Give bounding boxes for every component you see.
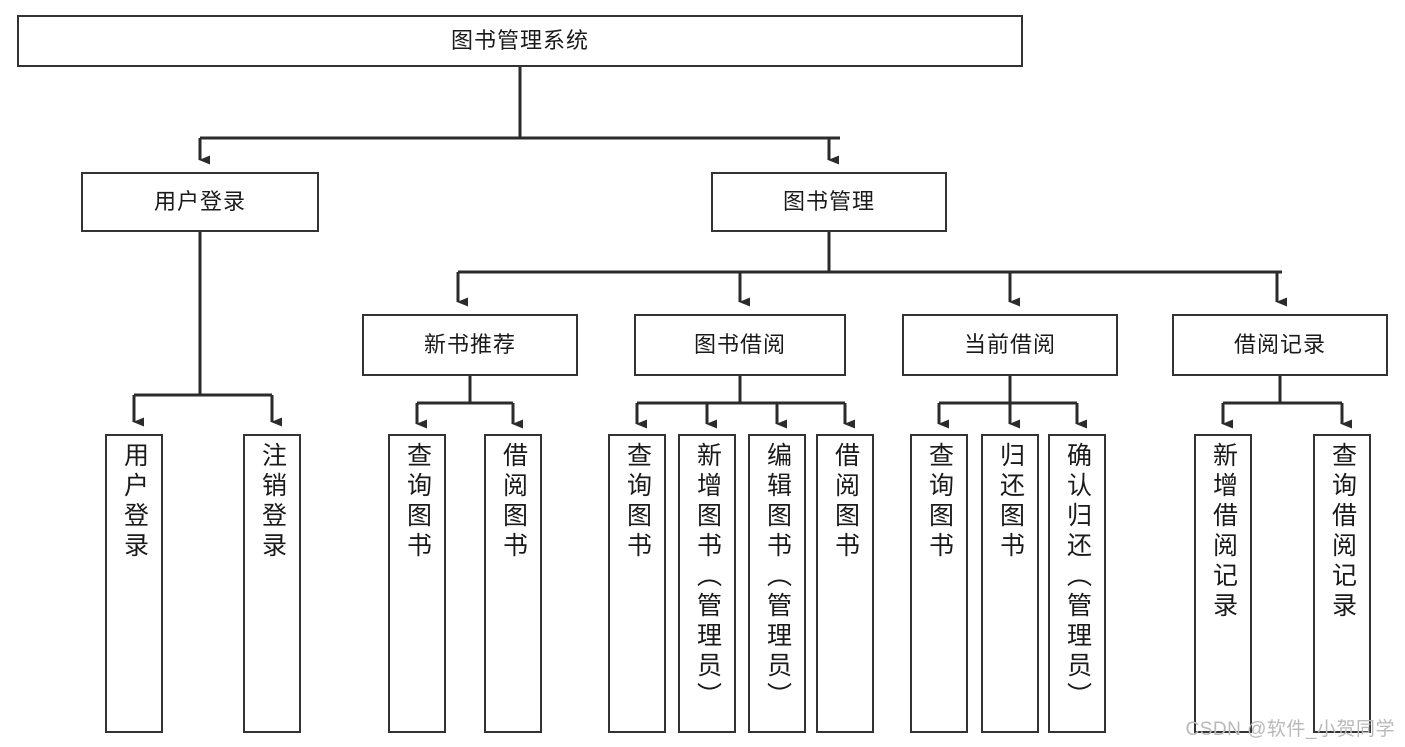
node-book-borrow[interactable]: 图书借阅 xyxy=(634,314,846,376)
node-book-manage[interactable]: 图书管理 xyxy=(711,172,947,232)
node-leaf-logout-login-label: 注销登录 xyxy=(258,442,287,562)
csdn-watermark: CSDN @软件_小贺同学 xyxy=(1185,719,1395,740)
node-new-book-recommend[interactable]: 新书推荐 xyxy=(362,314,578,376)
node-leaf-return-book-label: 归还图书 xyxy=(996,442,1025,562)
node-new-book-recommend-label: 新书推荐 xyxy=(423,332,516,358)
node-leaf-confirm-return-admin-label: 确认归还（管理员） xyxy=(1063,442,1092,712)
node-borrow-record-label: 借阅记录 xyxy=(1233,332,1326,358)
node-leaf-user-login[interactable]: 用户登录 xyxy=(105,434,163,733)
node-leaf-confirm-return-admin[interactable]: 确认归还（管理员） xyxy=(1048,434,1106,733)
node-root-label: 图书管理系统 xyxy=(450,28,589,54)
node-leaf-query-book-rec-label: 查询图书 xyxy=(403,442,432,562)
node-book-borrow-label: 图书借阅 xyxy=(693,332,786,358)
node-borrow-record[interactable]: 借阅记录 xyxy=(1172,314,1388,376)
node-root[interactable]: 图书管理系统 xyxy=(17,15,1023,67)
node-leaf-add-book-admin-label: 新增图书（管理员） xyxy=(693,442,722,712)
node-leaf-query-book-current-label: 查询图书 xyxy=(925,442,954,562)
node-leaf-query-book-current[interactable]: 查询图书 xyxy=(910,434,968,733)
node-current-borrow-label: 当前借阅 xyxy=(963,332,1056,358)
node-leaf-query-borrow-record[interactable]: 查询借阅记录 xyxy=(1313,434,1371,733)
node-leaf-query-book-borrow[interactable]: 查询图书 xyxy=(608,434,666,733)
node-leaf-borrow-book-rec-label: 借阅图书 xyxy=(499,442,528,562)
node-leaf-add-borrow-record-label: 新增借阅记录 xyxy=(1209,442,1238,622)
node-leaf-edit-book-admin[interactable]: 编辑图书（管理员） xyxy=(748,434,806,733)
node-leaf-query-book-rec[interactable]: 查询图书 xyxy=(388,434,446,733)
node-leaf-borrow-book[interactable]: 借阅图书 xyxy=(816,434,874,733)
node-leaf-edit-book-admin-label: 编辑图书（管理员） xyxy=(763,442,792,712)
node-leaf-return-book[interactable]: 归还图书 xyxy=(981,434,1039,733)
node-book-manage-label: 图书管理 xyxy=(782,189,875,215)
node-leaf-query-borrow-record-label: 查询借阅记录 xyxy=(1328,442,1357,622)
node-leaf-query-book-borrow-label: 查询图书 xyxy=(623,442,652,562)
node-user-login[interactable]: 用户登录 xyxy=(81,172,319,232)
node-current-borrow[interactable]: 当前借阅 xyxy=(902,314,1118,376)
node-leaf-logout-login[interactable]: 注销登录 xyxy=(243,434,301,733)
node-leaf-borrow-book-rec[interactable]: 借阅图书 xyxy=(484,434,542,733)
node-leaf-add-borrow-record[interactable]: 新增借阅记录 xyxy=(1194,434,1252,733)
node-leaf-borrow-book-label: 借阅图书 xyxy=(831,442,860,562)
node-leaf-user-login-label: 用户登录 xyxy=(120,442,149,562)
node-leaf-add-book-admin[interactable]: 新增图书（管理员） xyxy=(678,434,736,733)
node-user-login-label: 用户登录 xyxy=(153,189,246,215)
